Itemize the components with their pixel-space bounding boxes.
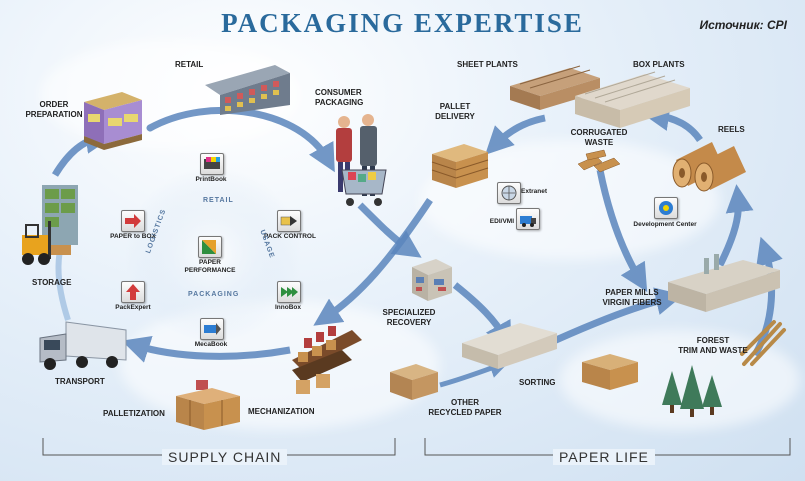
reels-label: REELS: [718, 125, 745, 134]
pallet-delivery-label: PALLET DELIVERY: [435, 102, 475, 121]
sorting-label: SORTING: [519, 378, 556, 387]
specialized-recovery-label: SPECIALIZED RECOVERY: [382, 308, 436, 327]
logs-illustration: [740, 320, 786, 366]
paper-life-section-label: PAPER LIFE: [553, 449, 655, 465]
reels-illustration: [672, 142, 746, 192]
mechanization-label: MECHANIZATION: [248, 407, 315, 416]
arrow-reels-to-boxplants: [641, 103, 703, 143]
transport-truck-illustration: [39, 321, 127, 370]
box-plants-label: BOX PLANTS: [633, 60, 685, 69]
edi-vmi-icon[interactable]: [516, 208, 540, 230]
box-plants-factory-illustration: [575, 71, 690, 128]
development-center-label: Development Center: [633, 221, 697, 228]
paper-performance-label: PAPER PERFORMANCE: [184, 259, 236, 274]
mechanization-illustration: [292, 326, 362, 394]
corrugated-waste-label: CORRUGATED WASTE: [570, 128, 628, 147]
ring-packaging-label: PACKAGING: [188, 291, 240, 298]
packexpert-label: PackExpert: [115, 304, 151, 311]
arrow-plants-to-pallet: [485, 114, 546, 155]
sheet-plants-label: SHEET PLANTS: [457, 60, 518, 69]
paper-to-box-label: PAPER to BOX: [110, 233, 156, 240]
paper-performance-icon[interactable]: [198, 236, 222, 258]
sorted-bales-illustration: [582, 354, 638, 390]
consumer-packaging-label: CONSUMER PACKAGING: [315, 88, 364, 107]
source-note: Источник: CPI: [699, 18, 787, 32]
development-center-icon[interactable]: [654, 197, 678, 219]
palletization-label: PALLETIZATION: [103, 409, 165, 418]
transport-label: TRANSPORT: [55, 377, 105, 386]
forest-label: FOREST TRIM AND WASTE: [678, 336, 748, 355]
edi-vmi-label: EDI/VMI: [489, 218, 514, 225]
palletization-illustration: [176, 380, 240, 430]
arrow-pallet-to-mechanization: [313, 198, 433, 326]
arrow-consumer-to-recovery: [357, 202, 422, 258]
pallet-delivery-illustration: [431, 144, 489, 188]
paper-mills-label: PAPER MILLS VIRGIN FIBERS: [602, 288, 662, 307]
sorting-facility-illustration: [462, 323, 557, 369]
arrow-mills-to-reels: [716, 184, 754, 267]
recycled-paper-bale-illustration: [390, 364, 438, 400]
supply-chain-section-label: SUPPLY CHAIN: [162, 449, 288, 465]
page-title: PACKAGING EXPERTISE: [221, 8, 584, 38]
arrow-mechanization-to-transport: [121, 336, 291, 363]
arrow-order-to-consumer: [146, 107, 335, 173]
retail-shelves-illustration: [205, 65, 290, 115]
mecabook-label: MecaBook: [194, 341, 228, 348]
arrow-sorting-to-mills: [543, 287, 684, 349]
pack-control-icon[interactable]: [277, 210, 301, 232]
sheet-plants-factory-illustration: [510, 65, 600, 110]
retail-label: RETAIL: [175, 60, 204, 69]
storage-illustration: [22, 185, 78, 265]
forest-trees-illustration: [662, 365, 722, 417]
printbook-label: PrintBook: [195, 176, 227, 183]
ring-retail-label: RETAIL: [203, 197, 234, 204]
packexpert-icon[interactable]: [121, 281, 145, 303]
other-recycled-paper-label: OTHER RECYCLED PAPER: [428, 398, 502, 417]
pack-control-label: PACK CONTROL: [264, 233, 316, 240]
corrugated-waste-illustration: [577, 149, 621, 173]
arrow-waste-to-mills: [596, 169, 648, 293]
recovery-bales-illustration: [412, 259, 452, 301]
printbook-icon[interactable]: [200, 153, 224, 175]
consumers-illustration: [336, 114, 387, 206]
order-preparation-label: ORDER PREPARATION: [25, 100, 83, 119]
mecabook-icon[interactable]: [200, 318, 224, 340]
paper-to-box-icon[interactable]: [121, 210, 145, 232]
storage-label: STORAGE: [32, 278, 72, 287]
innobox-icon[interactable]: [277, 281, 301, 303]
extranet-icon[interactable]: [497, 182, 521, 204]
paper-mills-illustration: [668, 254, 780, 312]
order-preparation-illustration: [84, 92, 142, 150]
innobox-label: InnoBox: [275, 304, 301, 311]
extranet-label: Extranet: [521, 188, 548, 195]
